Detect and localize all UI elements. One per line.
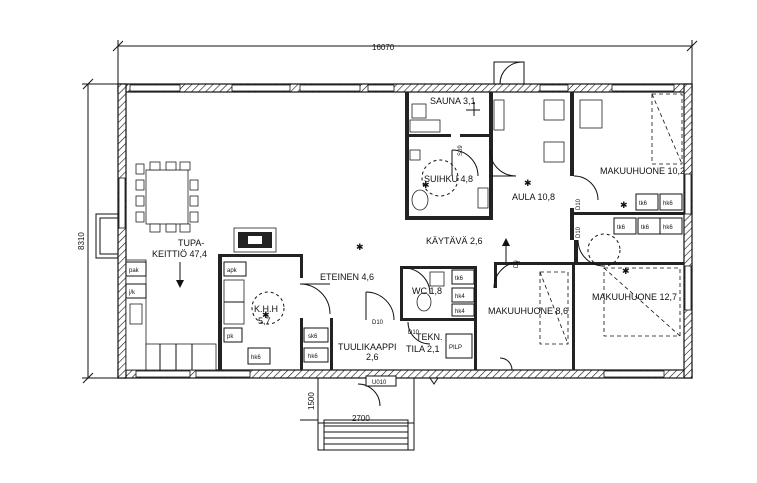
- svg-text:✱: ✱: [524, 178, 532, 188]
- entrance-porch: U010: [317, 375, 415, 451]
- cabinet-pilp: PILP: [449, 345, 462, 351]
- doors: S09 D10 D10 D9 D10 D10: [251, 145, 621, 371]
- khh-cabinets: apk pk hk6: [223, 261, 271, 365]
- cabinet-pk: pk: [227, 334, 234, 340]
- cabinet-hk6-b: hk6: [663, 225, 673, 231]
- label-suihku: SUIHKU 4,8: [424, 174, 473, 184]
- label-khh-2: 5,7: [258, 316, 271, 326]
- overall-width-label: 16070: [372, 43, 395, 52]
- door-code-3: D10: [576, 198, 582, 210]
- label-makuuhuone-2: MAKUUHUONE 8,6: [488, 306, 568, 316]
- cabinet-tk6-c: tk6: [641, 225, 650, 231]
- cabinet-hk4-a: hk4: [455, 294, 465, 300]
- svg-text:✱: ✱: [356, 242, 364, 252]
- label-sauna: SAUNA 3,1: [430, 96, 476, 106]
- label-tuulikaappi-2: 2,6: [366, 352, 379, 362]
- cabinet-hk4-b: hk4: [455, 309, 465, 315]
- dimension-overall-depth: 8310: [77, 78, 118, 384]
- label-makuuhuone-1: MAKUUHUONE 10,2: [600, 166, 685, 176]
- cabinet-tk6-b: tk6: [617, 225, 626, 231]
- label-tuulikaappi-1: TUULIKAAPPI: [338, 342, 397, 352]
- cabinet-tk6-wc: tk6: [455, 276, 464, 282]
- label-tupa-2: KEITTIÖ 47,4: [152, 249, 207, 259]
- svg-text:✱: ✱: [622, 266, 630, 276]
- dimension-porch: 1500 2700: [300, 382, 414, 424]
- svg-text:✱: ✱: [422, 180, 430, 190]
- porch-depth-label: 1500: [307, 392, 316, 410]
- label-khh-1: K.H.H: [254, 304, 278, 314]
- dimension-overall-width: 16070: [112, 40, 698, 86]
- door-code-porch: U010: [372, 380, 387, 386]
- overall-depth-label: 8310: [77, 232, 86, 250]
- label-makuuhuone-3: MAKUUHUONE 12,7: [592, 292, 677, 302]
- door-code-1: S09: [458, 145, 464, 156]
- door-code-7: D10: [408, 330, 420, 336]
- cabinet-apk: apk: [227, 268, 238, 274]
- cabinet-hk6-a: hk6: [663, 201, 673, 207]
- label-aula: AULA 10,8: [512, 192, 555, 202]
- cabinet-tk6-a: tk6: [639, 201, 648, 207]
- wc-cabinets: tk6 hk4 hk4 PILP: [445, 269, 475, 359]
- door-code-4: D9: [514, 260, 520, 268]
- room-labels: SAUNA 3,1 SUIHKU 4,8 AULA 10,8 MAKUUHUON…: [152, 96, 685, 362]
- door-code-5: D10: [372, 320, 384, 326]
- rear-porch: [493, 61, 525, 85]
- cabinet-pak: pak: [129, 268, 140, 274]
- label-tekn-1: TEKN.: [416, 332, 443, 342]
- svg-text:✱: ✱: [262, 310, 270, 320]
- label-kaytava: KÄYTÄVÄ 2,6: [426, 236, 483, 246]
- entry-cabinets: sk6 hk6: [303, 327, 329, 363]
- cabinet-sk6: sk6: [308, 334, 318, 340]
- label-tupa-1: TUPA-: [178, 238, 204, 248]
- svg-text:✱: ✱: [620, 200, 628, 210]
- fireplace: [233, 227, 277, 253]
- label-tekn-2: TILA 2,1: [406, 344, 440, 354]
- light-markers: ✱ ✱ ✱ ✱ ✱ ✱: [262, 178, 630, 320]
- sauna-fixtures: [409, 99, 505, 211]
- dining-table: [135, 161, 199, 233]
- entry-arrow: [176, 102, 510, 385]
- cabinet-hk6-khh: hk6: [251, 355, 261, 361]
- cabinet-jk: j/k: [128, 290, 136, 296]
- windows: [118, 84, 692, 378]
- door-code-2: D10: [576, 226, 582, 238]
- wc-fixtures: [416, 271, 445, 312]
- label-wc: WC 1,8: [412, 286, 442, 296]
- beds: [539, 93, 683, 345]
- bedroom-wardrobes: tk6 hk6 tk6 tk6 hk6: [613, 193, 683, 235]
- kitchen-counter: pak j/k: [125, 259, 217, 371]
- side-porch: [95, 213, 119, 259]
- cabinet-hk6-entry: hk6: [308, 354, 318, 360]
- porch-width-label: 2700: [352, 414, 370, 423]
- label-eteinen: ETEINEN 4,6: [320, 272, 374, 282]
